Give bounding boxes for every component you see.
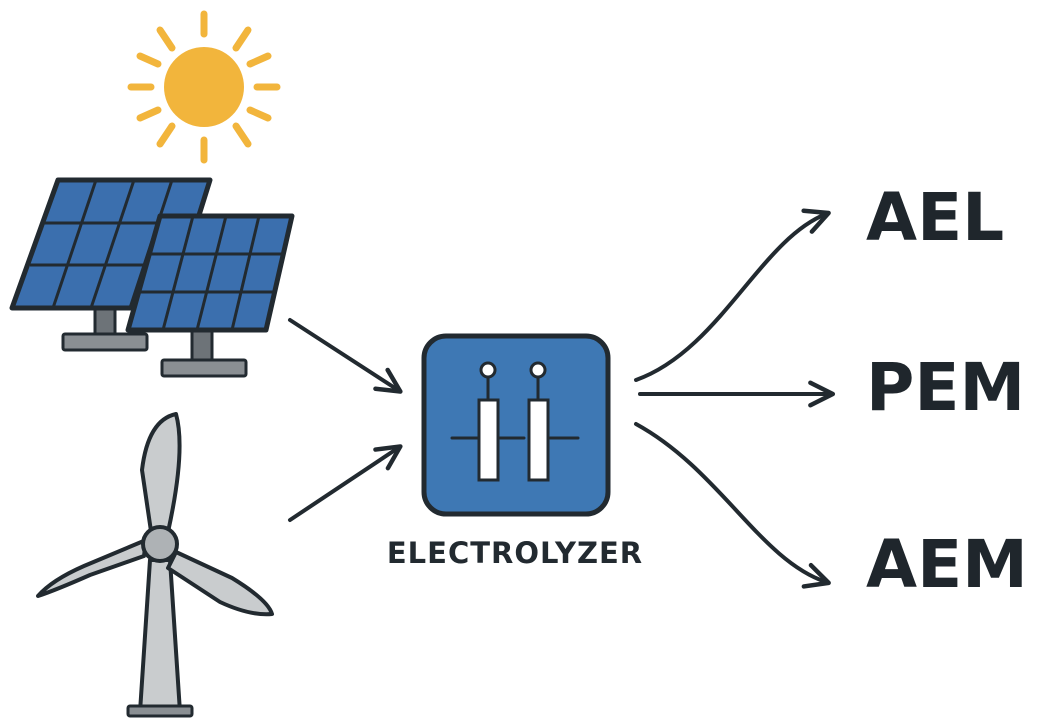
wind-turbine-icon <box>36 412 274 718</box>
sun-icon <box>127 10 281 164</box>
electrolyzer-label: ELECTROLYZER <box>386 536 644 570</box>
output-label-pem: PEM <box>866 349 1026 426</box>
solar-panel-icon <box>9 177 295 378</box>
input-arrows <box>288 318 403 522</box>
arrow-solar-to-electrolyzer <box>288 318 403 394</box>
arrow-to-aem <box>634 422 831 589</box>
arrow-to-ael <box>634 208 831 382</box>
arrow-wind-to-electrolyzer <box>288 444 403 522</box>
solar-panel-front <box>125 213 295 378</box>
output-label-aem: AEM <box>866 526 1028 603</box>
output-arrows <box>634 208 836 589</box>
electrolyzer-icon <box>421 333 611 517</box>
output-label-ael: AEL <box>866 179 1005 256</box>
